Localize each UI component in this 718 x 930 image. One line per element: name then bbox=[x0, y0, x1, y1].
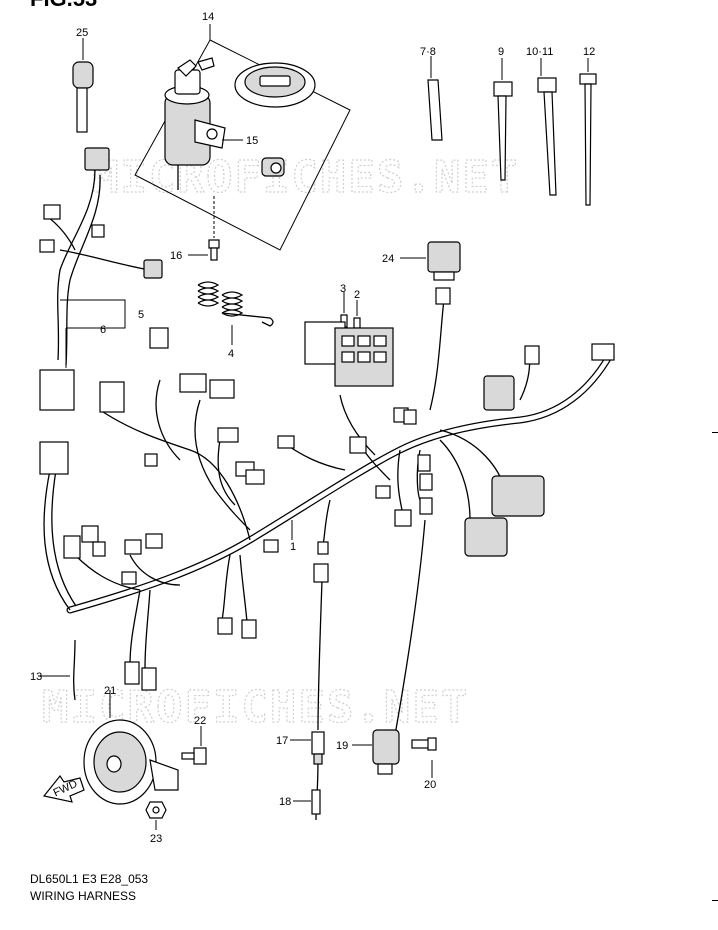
forward-arrow: FWD bbox=[42, 774, 85, 803]
callout-18: 18 bbox=[279, 796, 291, 808]
callout-2: 2 bbox=[354, 289, 360, 301]
callout-22: 22 bbox=[194, 715, 206, 727]
bolt-16 bbox=[188, 196, 220, 261]
callout-9: 9 bbox=[498, 46, 504, 58]
callout-16: 16 bbox=[170, 250, 182, 262]
sensor-17 bbox=[290, 731, 325, 765]
callout-4: 4 bbox=[228, 348, 234, 360]
connectors bbox=[39, 147, 615, 691]
sensor-19 bbox=[352, 729, 400, 775]
horn bbox=[83, 690, 179, 805]
spring-clips bbox=[197, 281, 274, 345]
ignition-switch-set bbox=[134, 24, 351, 251]
callout-5: 5 bbox=[138, 309, 144, 321]
bolt-20 bbox=[411, 737, 437, 751]
callout-13: 13 bbox=[30, 671, 42, 683]
callout-7-8: 7·8 bbox=[420, 46, 436, 58]
model-code: DL650L1 E3 E28_053 bbox=[30, 872, 149, 886]
bolt-22 bbox=[181, 747, 207, 765]
leader-lines bbox=[38, 299, 433, 830]
edge-tick bbox=[712, 432, 718, 433]
fuse-box bbox=[304, 321, 394, 387]
callout-19: 19 bbox=[336, 740, 348, 752]
watermark-top: MICROFICHES.NET bbox=[92, 152, 519, 203]
main-harness bbox=[43, 169, 614, 821]
key bbox=[72, 38, 94, 133]
callout-20: 20 bbox=[424, 779, 436, 791]
edge-tick bbox=[712, 900, 718, 901]
diagram-name: WIRING HARNESS bbox=[30, 889, 137, 903]
tie-10-11 bbox=[537, 58, 557, 196]
callout-14: 14 bbox=[202, 11, 214, 23]
tie-9 bbox=[493, 58, 513, 181]
callout-23: 23 bbox=[150, 833, 162, 845]
callout-15: 15 bbox=[246, 135, 258, 147]
callout-12: 12 bbox=[583, 46, 595, 58]
callout-21: 21 bbox=[104, 685, 116, 697]
callout-25: 25 bbox=[76, 27, 88, 39]
callout-24: 24 bbox=[382, 253, 394, 265]
relay-24 bbox=[400, 241, 461, 281]
clamp-7-8 bbox=[427, 56, 443, 141]
callout-10-11: 10·11 bbox=[526, 46, 553, 58]
callouts: 1 2 3 4 5 6 7·8 9 10·11 12 13 14 15 16 1… bbox=[30, 11, 595, 845]
callout-17: 17 bbox=[276, 735, 288, 747]
tube-18 bbox=[293, 789, 321, 815]
callout-1: 1 bbox=[290, 541, 296, 553]
figure-title: FIG.53 bbox=[30, 0, 97, 11]
nut-23 bbox=[145, 801, 167, 819]
tie-12 bbox=[579, 58, 597, 206]
callout-3: 3 bbox=[340, 283, 346, 295]
callout-6: 6 bbox=[100, 324, 106, 336]
